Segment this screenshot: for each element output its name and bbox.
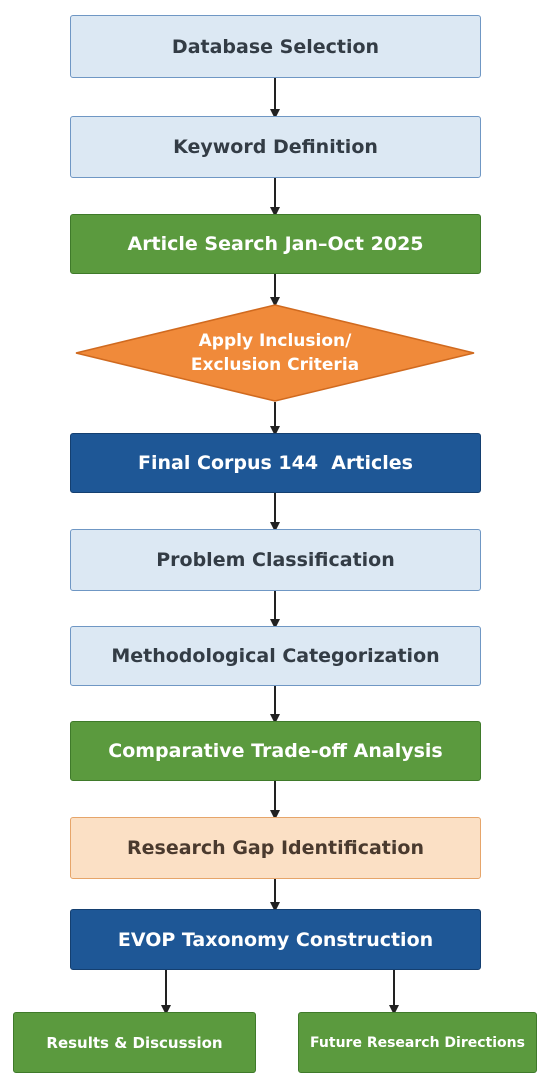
research-gap-label: Research Gap Identification bbox=[127, 837, 424, 859]
keyword-definition-label: Keyword Definition bbox=[173, 136, 378, 158]
article-search-label: Article Search Jan–Oct 2025 bbox=[127, 233, 424, 255]
taxonomy-construction-label: EVOP Taxonomy Construction bbox=[117, 928, 434, 951]
final-corpus-box: Final Corpus 144 Articles bbox=[70, 433, 481, 493]
diamond-shape bbox=[75, 304, 475, 402]
research-gap-box: Research Gap Identification bbox=[70, 817, 481, 879]
article-search-box: Article Search Jan–Oct 2025 bbox=[70, 214, 481, 274]
results-discussion-label: Results & Discussion bbox=[46, 1033, 223, 1052]
results-discussion-box: Results & Discussion bbox=[13, 1012, 256, 1073]
tradeoff-analysis-label: Comparative Trade-off Analysis bbox=[108, 740, 443, 762]
criteria-decision-diamond: Apply Inclusion/ Exclusion Criteria bbox=[75, 304, 475, 402]
problem-classification-box: Problem Classification bbox=[70, 529, 481, 591]
keyword-definition-box: Keyword Definition bbox=[70, 116, 481, 178]
database-selection-label: Database Selection bbox=[171, 35, 380, 58]
final-corpus-label: Final Corpus 144 Articles bbox=[138, 452, 413, 474]
criteria-text: Apply Inclusion/ Exclusion Criteria bbox=[75, 304, 475, 402]
criteria-line-1: Apply Inclusion/ bbox=[198, 331, 352, 351]
methodological-categorization-label: Methodological Categorization bbox=[111, 645, 440, 667]
future-directions-label: Future Research Directions bbox=[310, 1034, 525, 1051]
future-directions-box: Future Research Directions bbox=[298, 1012, 537, 1073]
methodological-categorization-box: Methodological Categorization bbox=[70, 626, 481, 686]
tradeoff-analysis-box: Comparative Trade-off Analysis bbox=[70, 721, 481, 781]
taxonomy-construction-box: EVOP Taxonomy Construction bbox=[70, 909, 481, 970]
database-selection-box: Database Selection bbox=[70, 15, 481, 78]
problem-classification-label: Problem Classification bbox=[156, 549, 395, 571]
criteria-line-2: Exclusion Criteria bbox=[190, 355, 360, 375]
